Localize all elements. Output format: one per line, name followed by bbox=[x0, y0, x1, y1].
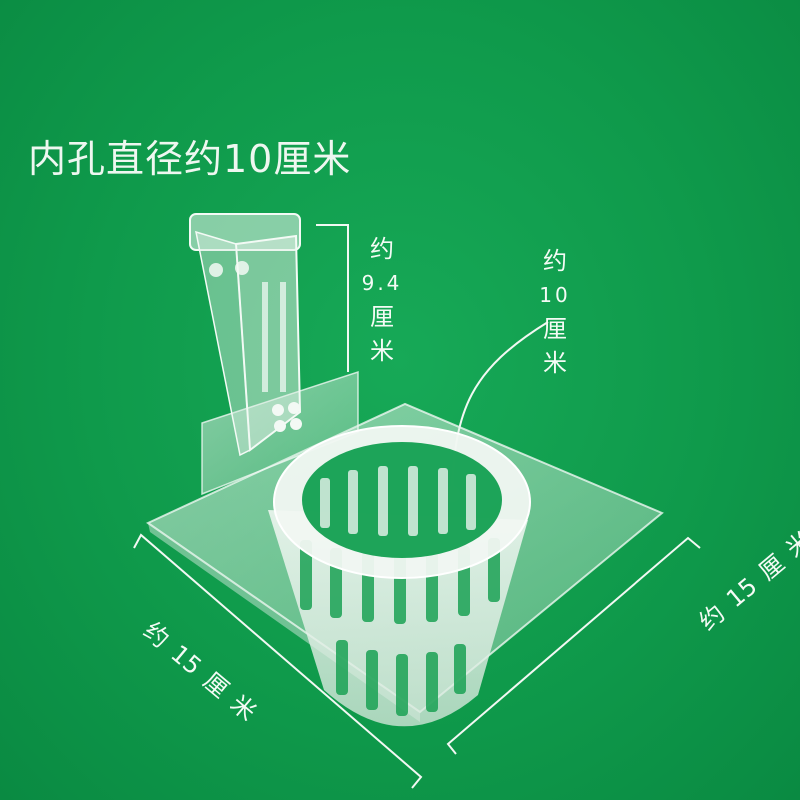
height-label-unit2: 米 bbox=[370, 337, 394, 365]
height-label-unit1: 厘 bbox=[370, 303, 394, 331]
height-dimension-line bbox=[316, 224, 349, 372]
inner-label-prefix: 约 bbox=[543, 247, 567, 275]
inner-diameter-label: 约 10 厘 米 bbox=[530, 244, 580, 380]
height-label: 约 9.4 厘 米 bbox=[360, 232, 404, 368]
left-dimension-line bbox=[133, 533, 423, 789]
hanger-clip bbox=[189, 213, 302, 457]
right-dimension-line bbox=[446, 536, 701, 755]
headline: 内孔直径约10厘米 bbox=[28, 137, 352, 181]
height-label-value: 9.4 bbox=[361, 271, 403, 295]
net-basket bbox=[268, 425, 531, 727]
inner-label-unit2: 米 bbox=[543, 349, 567, 377]
inner-label-unit1: 厘 bbox=[543, 315, 567, 343]
inner-label-value: 10 bbox=[539, 283, 571, 307]
height-label-prefix: 约 bbox=[370, 235, 394, 263]
